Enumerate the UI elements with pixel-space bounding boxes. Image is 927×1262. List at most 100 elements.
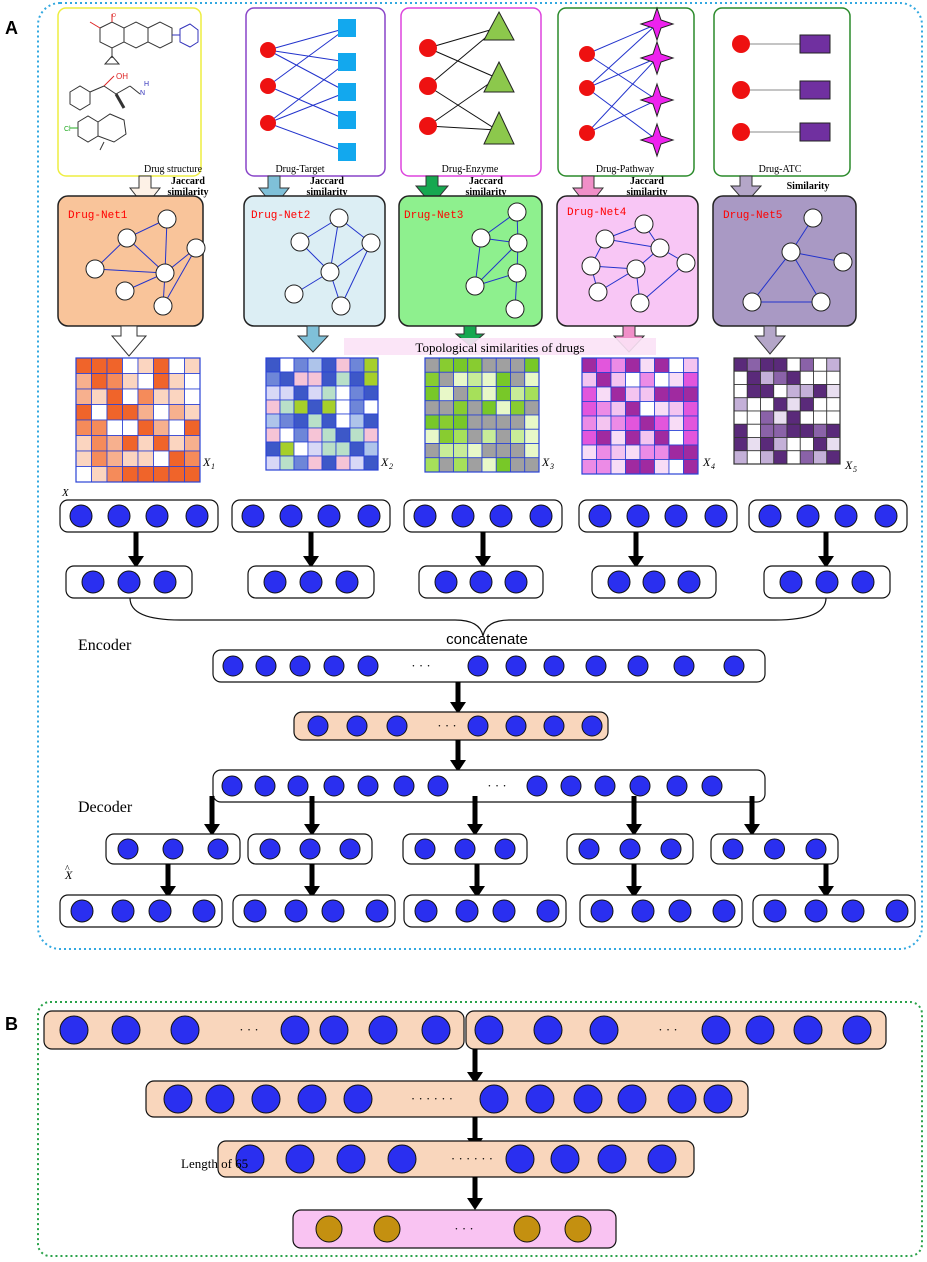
matrix-cell <box>733 423 748 438</box>
neuron-node <box>505 715 527 737</box>
matrix-cell <box>75 357 92 374</box>
matrix-cell <box>683 386 699 402</box>
matrix-cell <box>510 400 526 416</box>
matrix-cell <box>746 370 761 385</box>
matrix-cell <box>683 401 699 417</box>
neuron-node <box>526 775 548 797</box>
neuron-node <box>427 775 449 797</box>
matrix-cell <box>335 371 351 387</box>
similarity-matrices <box>75 357 841 483</box>
matrix-cell <box>639 415 655 431</box>
neuron-node <box>619 838 641 860</box>
matrix-cell <box>746 437 761 452</box>
matrix-cell <box>349 413 365 429</box>
neuron-node <box>339 838 361 860</box>
flow-arrowhead <box>128 556 144 568</box>
flow-arrowhead <box>467 1198 483 1210</box>
drug-node-icon <box>732 81 750 99</box>
matrix-cell <box>639 386 655 402</box>
matrix-label: X <box>380 455 389 469</box>
matrix-cell <box>467 400 483 416</box>
matrix-cell <box>363 399 379 415</box>
matrix-cell <box>813 410 828 425</box>
matrix-cell <box>510 371 526 387</box>
neuron-node <box>489 504 513 528</box>
chemical-structure-icon <box>69 14 199 151</box>
neuron-node <box>255 655 277 677</box>
neuron-node <box>758 504 782 528</box>
matrix-cell <box>137 466 154 483</box>
matrix-cell <box>106 450 123 467</box>
neuron-node <box>221 775 243 797</box>
matrix-cell <box>75 466 92 483</box>
neuron-node <box>315 1215 343 1243</box>
matrix-cell <box>495 371 511 387</box>
matrix-cell <box>279 455 295 471</box>
ellipsis-label: · · · <box>454 1221 474 1236</box>
neuron-node <box>668 899 692 923</box>
similarity-label: Jaccard <box>171 176 205 187</box>
matrix-cell <box>481 400 497 416</box>
matrix-cell <box>654 444 670 460</box>
neuron-node <box>373 1215 401 1243</box>
matrix-cell <box>122 373 139 390</box>
matrix-cell <box>335 441 351 457</box>
flow-arrowhead <box>304 824 320 836</box>
matrix-cell <box>438 457 454 473</box>
layer-box <box>232 894 396 928</box>
matrix-cell <box>654 357 670 373</box>
matrix-cell <box>106 435 123 452</box>
neuron-node <box>779 570 803 594</box>
b-dense-layer-1 <box>145 1080 749 1118</box>
neuron-node <box>664 504 688 528</box>
matrix-cell <box>813 370 828 385</box>
neuron-node <box>235 1144 265 1174</box>
atc-code-icon <box>799 34 831 54</box>
neuron-node <box>263 570 287 594</box>
matrix-cell <box>335 385 351 401</box>
similarity-matrix <box>75 357 201 483</box>
ellipsis-label: · · · <box>437 718 457 733</box>
matrix-cell <box>654 459 670 475</box>
matrix-cell <box>453 400 469 416</box>
enzyme-triangle-icon <box>483 10 515 41</box>
matrix-cell <box>683 459 699 475</box>
matrix-cell <box>786 384 801 399</box>
matrix-cell <box>307 371 323 387</box>
neuron-node <box>280 1015 310 1045</box>
matrix-subscript: 5 <box>853 465 857 474</box>
matrix-cell <box>137 373 154 390</box>
drug-node-icon <box>260 42 276 58</box>
neuron-node <box>111 1015 141 1045</box>
matrix-cell <box>453 457 469 473</box>
matrix-cell <box>683 415 699 431</box>
neuron-node <box>513 1215 541 1243</box>
layer-box <box>212 769 766 803</box>
matrix-cell <box>524 457 540 473</box>
neuron-node <box>815 570 839 594</box>
matrix-cell <box>510 457 526 473</box>
matrix-cell <box>307 385 323 401</box>
matrix-cell <box>265 441 281 457</box>
topological-label: Topological similarities of drugs <box>415 340 584 355</box>
neuron-node <box>323 655 345 677</box>
matrix-cell <box>307 399 323 415</box>
matrix-cell <box>495 386 511 402</box>
topological-label-bg <box>344 338 656 355</box>
matrix-cell <box>184 419 201 436</box>
input-layer <box>231 499 391 533</box>
matrix-subscript: 4 <box>711 462 715 471</box>
matrix-cell <box>122 450 139 467</box>
similarity-label: similarity <box>626 187 667 198</box>
neuron-node <box>573 1084 603 1114</box>
matrix-cell <box>453 443 469 459</box>
drug-node-icon <box>579 80 595 96</box>
matrix-cell <box>826 437 841 452</box>
matrix-cell <box>786 423 801 438</box>
layer-box <box>465 1010 887 1050</box>
matrix-cell <box>424 428 440 444</box>
neuron-node <box>492 899 516 923</box>
matrix-cell <box>153 466 170 483</box>
neuron-node <box>148 899 172 923</box>
neuron-node <box>241 504 265 528</box>
